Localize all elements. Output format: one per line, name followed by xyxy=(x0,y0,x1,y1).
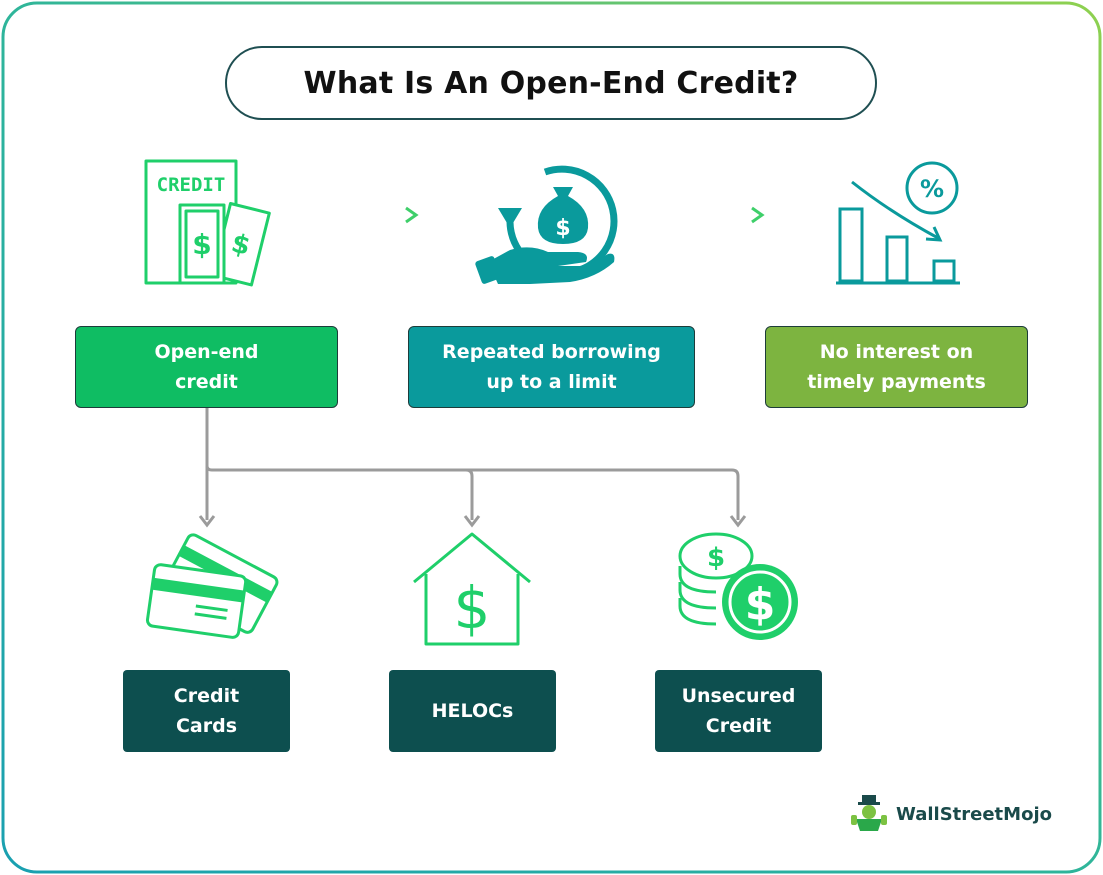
type-box-unsecured-credit: Unsecured Credit xyxy=(655,670,822,752)
type-box-3-line1: Unsecured xyxy=(681,685,796,707)
flow-box-3-line2: timely payments xyxy=(807,371,986,393)
credit-document-icon: CREDIT $ $ xyxy=(144,159,271,287)
svg-text:$: $ xyxy=(192,228,211,261)
flow-box-1-line2: credit xyxy=(175,371,238,393)
page-title: What Is An Open-End Credit? xyxy=(303,65,799,101)
type-box-1-line1: Credit xyxy=(173,685,240,707)
svg-text:$: $ xyxy=(454,574,491,642)
flow-box-3-line1: No interest on xyxy=(819,341,974,363)
svg-text:$: $ xyxy=(555,216,570,241)
brand-logo: WallStreetMojo xyxy=(848,793,1052,835)
credit-doc-label: CREDIT xyxy=(157,174,226,196)
flow-box-1-line1: Open-end xyxy=(154,341,259,363)
mascot-icon xyxy=(851,795,887,831)
type-box-1-line2: Cards xyxy=(175,715,238,737)
coins-stack-icon: $ $ xyxy=(678,532,798,640)
type-box-3-line2: Credit xyxy=(705,715,772,737)
money-cycle-hand-icon: $ xyxy=(475,165,618,284)
brand-name: WallStreetMojo xyxy=(896,803,1052,825)
credit-cards-icon xyxy=(145,533,279,639)
flow-box-2-line1: Repeated borrowing xyxy=(442,341,661,363)
declining-interest-chart-icon: % xyxy=(836,161,960,285)
type-box-credit-cards: Credit Cards xyxy=(123,670,290,752)
house-dollar-icon: $ xyxy=(413,532,531,646)
svg-text:$: $ xyxy=(707,543,725,573)
flow-box-2-line2: up to a limit xyxy=(486,371,617,393)
percent-label: % xyxy=(920,175,944,203)
flow-arrow-2 xyxy=(684,206,765,224)
title-pill: What Is An Open-End Credit? xyxy=(225,46,877,120)
flow-box-repeated-borrowing: Repeated borrowing up to a limit xyxy=(408,326,695,408)
svg-text:$: $ xyxy=(745,579,776,630)
type-box-2-line1: HELOCs xyxy=(431,700,514,722)
flow-box-open-end-credit: Open-end credit xyxy=(75,326,338,408)
type-box-helocs: HELOCs xyxy=(389,670,556,752)
connector-lines xyxy=(198,408,747,528)
flow-arrow-1 xyxy=(338,206,419,224)
flow-box-no-interest: No interest on timely payments xyxy=(765,326,1028,408)
svg-text:$: $ xyxy=(228,228,253,261)
